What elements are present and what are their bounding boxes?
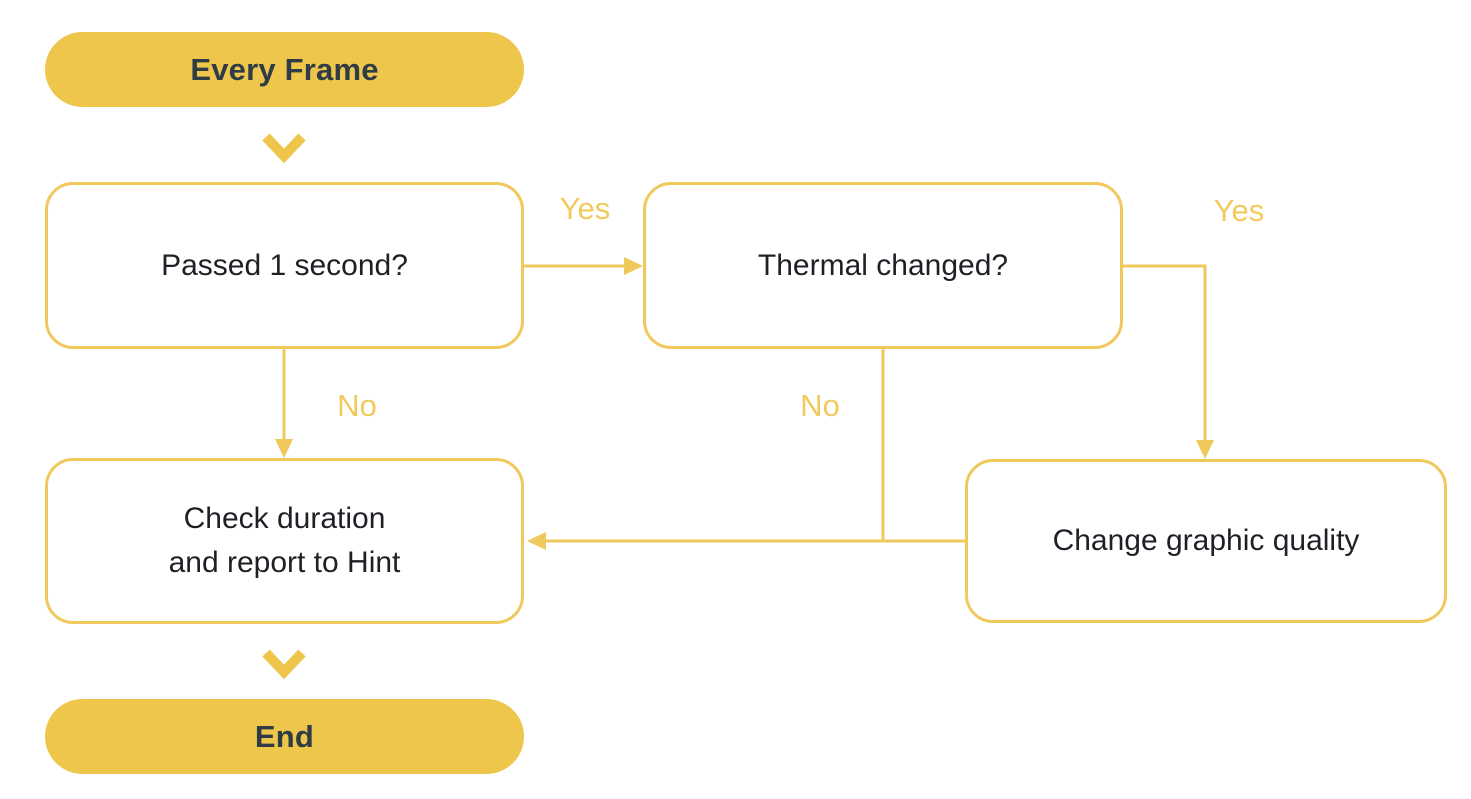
node-start-label: Every Frame bbox=[190, 51, 379, 87]
edge-label-passed-yes: Yes bbox=[559, 191, 611, 226]
edge-label-thermal-yes: Yes bbox=[1213, 193, 1265, 228]
edge-label-passed-no: No bbox=[337, 388, 377, 423]
arrowhead-left-icon bbox=[527, 532, 546, 550]
node-change-label: Change graphic quality bbox=[1052, 524, 1360, 557]
edge-thermal-yes-line bbox=[1123, 264, 1207, 440]
node-thermal-label: Thermal changed? bbox=[757, 248, 1009, 282]
node-change-graphic-quality: Change graphic quality bbox=[965, 459, 1447, 623]
node-end-label: End bbox=[254, 718, 315, 754]
node-check-label-line2: and report to Hint bbox=[168, 546, 401, 579]
chevron-down-icon bbox=[262, 649, 306, 680]
node-thermal-changed: Thermal changed? bbox=[643, 182, 1123, 349]
arrowhead-right-icon bbox=[624, 257, 643, 275]
node-check-label-line1: Check duration bbox=[183, 502, 386, 535]
node-end: End bbox=[45, 699, 524, 774]
node-passed-label: Passed 1 second? bbox=[161, 248, 408, 282]
node-check-duration: Check duration and report to Hint bbox=[45, 458, 524, 624]
arrowhead-down-icon bbox=[275, 439, 293, 458]
node-passed-1-second: Passed 1 second? bbox=[45, 182, 524, 349]
arrowhead-down-icon bbox=[1196, 440, 1214, 459]
chevron-down-icon bbox=[262, 133, 306, 164]
edge-label-thermal-no: No bbox=[800, 388, 840, 423]
node-start: Every Frame bbox=[45, 32, 524, 107]
